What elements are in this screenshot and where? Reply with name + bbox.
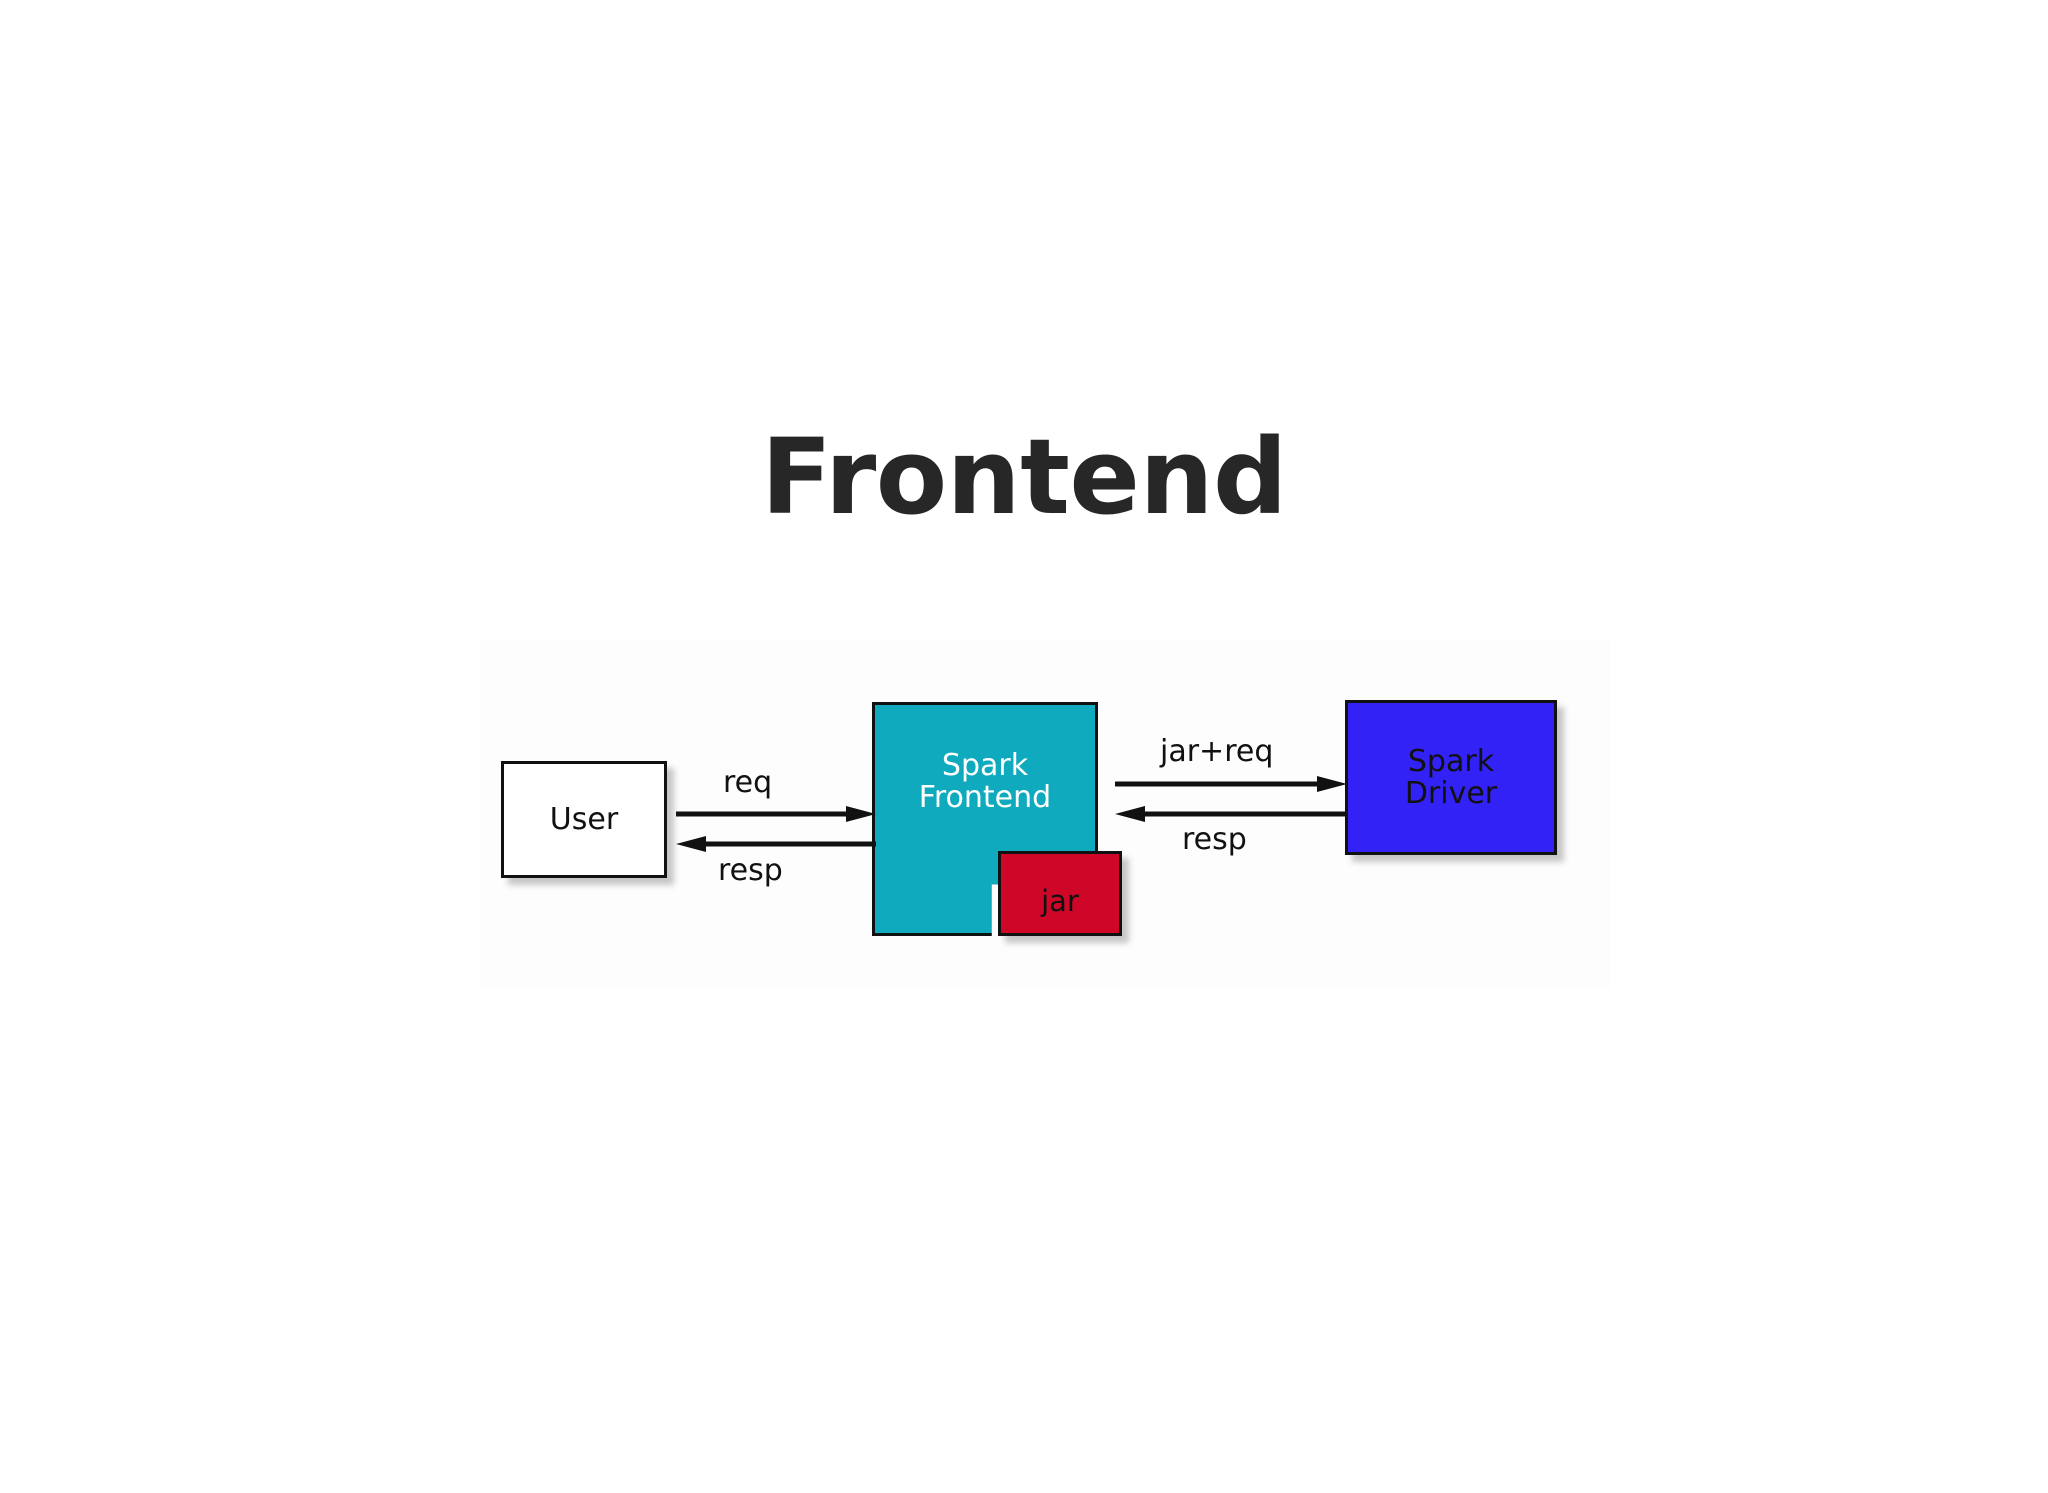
edge-req-arrow — [676, 806, 876, 822]
node-user: User — [501, 761, 667, 878]
edge-jar-req-arrow — [1115, 776, 1347, 792]
node-spark-driver: Spark Driver — [1345, 700, 1557, 855]
node-spark-driver-label: Spark Driver — [1404, 743, 1498, 811]
node-jar-label: jar — [1041, 884, 1079, 919]
architecture-diagram: User Spark Frontend jar Spark Driver req… — [480, 640, 1610, 990]
node-spark-frontend: Spark Frontend — [872, 702, 1098, 936]
edge-resp-arrow — [676, 836, 876, 852]
edge-resp-label: resp — [718, 853, 783, 888]
node-spark-frontend-shape — [872, 702, 1098, 936]
node-user-label: User — [549, 801, 619, 837]
edge-driver-resp-arrow — [1115, 806, 1347, 822]
page-title: Frontend — [761, 416, 1287, 538]
edge-req-label: req — [723, 765, 773, 800]
node-spark-frontend-label: Spark Frontend — [918, 748, 1052, 815]
node-jar: jar — [998, 851, 1122, 936]
edge-driver-resp-label: resp — [1182, 822, 1247, 857]
edge-jar-req-label: jar+req — [1160, 734, 1274, 769]
